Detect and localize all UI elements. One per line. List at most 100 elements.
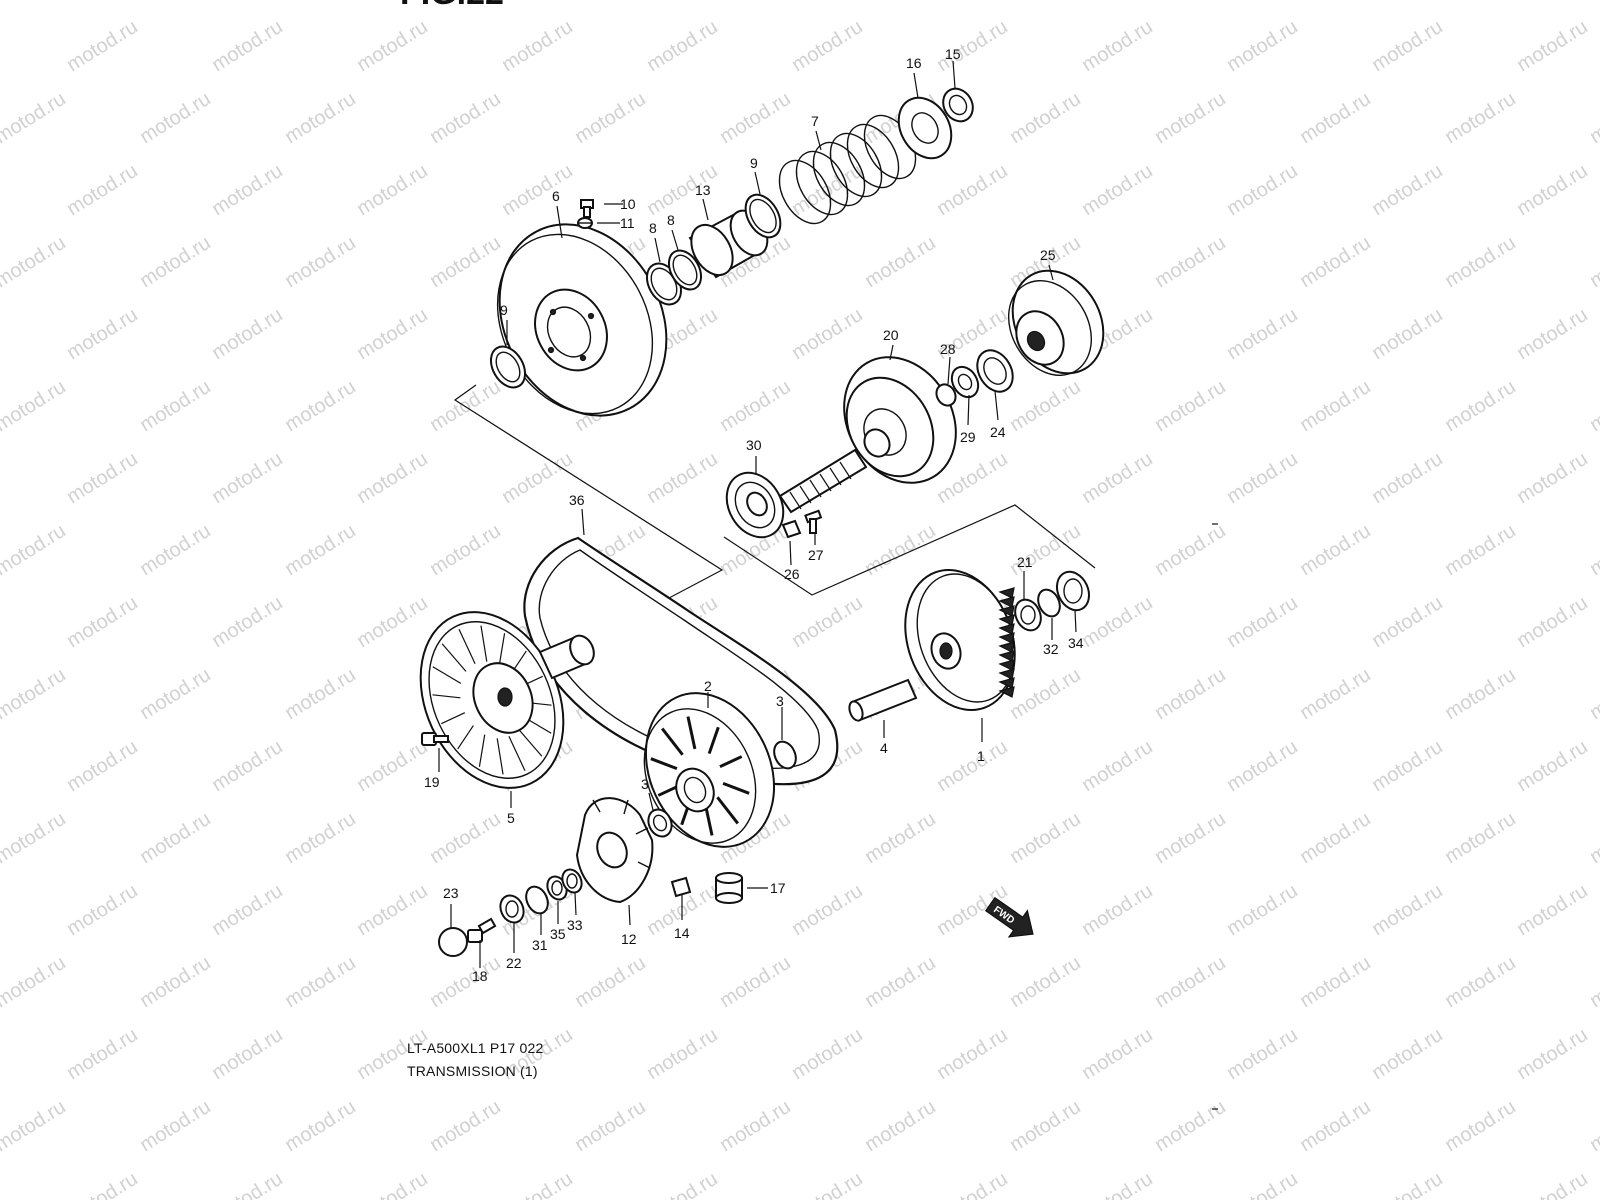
part-label-13: 13 <box>695 182 711 198</box>
collar-part <box>715 872 743 904</box>
one-way-clutch-drum-part <box>1007 269 1105 376</box>
part-label-34: 34 <box>1068 635 1084 651</box>
watermark-text: motod.ru <box>1078 592 1157 652</box>
fan-fin <box>998 659 1015 671</box>
watermark-text: motod.ru <box>353 592 432 652</box>
watermark-text: motod.ru <box>1078 16 1157 76</box>
pulley-spoke <box>478 734 486 767</box>
watermark-text: motod.ru <box>0 0 70 4</box>
part-label-18: 18 <box>472 968 488 984</box>
watermark-text: motod.ru <box>498 448 577 508</box>
watermark-text: motod.ru <box>1368 304 1447 364</box>
part-label-31: 31 <box>532 937 548 953</box>
clutch-spring-part <box>778 114 917 225</box>
watermark-text: motod.ru <box>933 160 1012 220</box>
watermark-text: motod.ru <box>1151 232 1230 292</box>
watermark-text: motod.ru <box>208 736 287 796</box>
watermark-text: motod.ru <box>788 1024 867 1084</box>
watermark-text: motod.ru <box>861 1096 940 1156</box>
lock-nut-part <box>942 87 974 123</box>
figure-title: FIG.22 <box>400 0 504 13</box>
drive-face-washers-part <box>1014 570 1091 632</box>
pulley-spoke <box>498 633 506 666</box>
watermark-text: motod.ru <box>0 520 70 580</box>
watermark-text: motod.ru <box>1513 880 1592 940</box>
watermark-text: motod.ru <box>0 952 70 1012</box>
bearing-retainer-screw-part <box>781 509 823 539</box>
watermark-text: motod.ru <box>208 160 287 220</box>
pulley-spoke <box>432 666 462 684</box>
pulley-spoke <box>508 735 526 771</box>
watermark-text: motod.ru <box>281 232 360 292</box>
pulley-spoke <box>496 738 504 775</box>
watermark-text: motod.ru <box>353 16 432 76</box>
part-label-17: 17 <box>770 880 786 896</box>
watermark-text: motod.ru <box>136 520 215 580</box>
watermark-text: motod.ru <box>1441 0 1520 4</box>
ramp-plate-part <box>575 797 654 904</box>
watermark-text: motod.ru <box>63 304 142 364</box>
watermark-text: motod.ru <box>1586 88 1600 148</box>
part-label-8b: 8 <box>667 212 675 228</box>
pulley-spoke <box>517 728 543 757</box>
watermark-text: motod.ru <box>1368 1024 1447 1084</box>
watermark-text: motod.ru <box>353 304 432 364</box>
watermark-text: motod.ru <box>1006 376 1085 436</box>
watermark-text: motod.ru <box>643 16 722 76</box>
watermark-text: motod.ru <box>1368 160 1447 220</box>
fan-fin <box>998 650 1015 662</box>
nut-washer-bearing-part <box>935 349 1014 407</box>
watermark-text: motod.ru <box>0 664 70 724</box>
watermark-text: motod.ru <box>1441 1096 1520 1156</box>
part-label-8a: 8 <box>649 220 657 236</box>
pulley-spoke <box>480 625 488 662</box>
part-label-36: 36 <box>569 492 585 508</box>
watermark-text: motod.ru <box>426 520 505 580</box>
watermark-text: motod.ru <box>1151 1096 1230 1156</box>
drive-shaft-part <box>848 678 918 722</box>
watermark-text: motod.ru <box>716 952 795 1012</box>
watermark-text: motod.ru <box>1441 232 1520 292</box>
watermark-text: motod.ru <box>0 1096 70 1156</box>
watermark-text: motod.ru <box>716 376 795 436</box>
watermark-text: motod.ru <box>1368 1168 1447 1200</box>
watermark-text: motod.ru <box>1586 808 1600 868</box>
watermark-text: motod.ru <box>1296 376 1375 436</box>
part-label-5: 5 <box>507 810 515 826</box>
part-label-24: 24 <box>990 424 1006 440</box>
watermark-text: motod.ru <box>933 736 1012 796</box>
watermark-text: motod.ru <box>1441 808 1520 868</box>
watermark-text: motod.ru <box>788 304 867 364</box>
watermark-text: motod.ru <box>0 376 70 436</box>
pulley-bolt-part <box>421 732 449 746</box>
part-label-1: 1 <box>977 748 985 764</box>
fixed-drive-face-part <box>904 569 1016 711</box>
model-line-caption: LT-A500XL1 P17 022 <box>407 1040 544 1056</box>
watermark-text: motod.ru <box>1513 304 1592 364</box>
watermark-text: motod.ru <box>1223 448 1302 508</box>
watermark-text: motod.ru <box>281 520 360 580</box>
watermark-text: motod.ru <box>1151 88 1230 148</box>
watermark-text: motod.ru <box>861 0 940 4</box>
watermark-text: motod.ru <box>1078 160 1157 220</box>
ramp-rib <box>650 757 678 771</box>
ramp-rib <box>707 726 720 755</box>
fan-fin <box>998 587 1015 599</box>
part-label-33: 33 <box>567 917 583 933</box>
watermark-text: motod.ru <box>498 1168 577 1200</box>
watermark-text: motod.ru <box>716 88 795 148</box>
watermark-text: motod.ru <box>1513 736 1592 796</box>
part-label-15: 15 <box>945 46 961 62</box>
part-label-14: 14 <box>674 925 690 941</box>
watermark-text: motod.ru <box>281 664 360 724</box>
watermark-text: motod.ru <box>1368 880 1447 940</box>
fan-fin <box>998 632 1015 644</box>
watermark-text: motod.ru <box>281 1096 360 1156</box>
watermark-text: motod.ru <box>1151 952 1230 1012</box>
watermark-text: motod.ru <box>1441 520 1520 580</box>
watermark-text: motod.ru <box>1223 592 1302 652</box>
part-label-28: 28 <box>940 341 956 357</box>
watermark-text: motod.ru <box>1006 88 1085 148</box>
o-ring-part <box>489 345 527 389</box>
watermark-text: motod.ru <box>1151 664 1230 724</box>
